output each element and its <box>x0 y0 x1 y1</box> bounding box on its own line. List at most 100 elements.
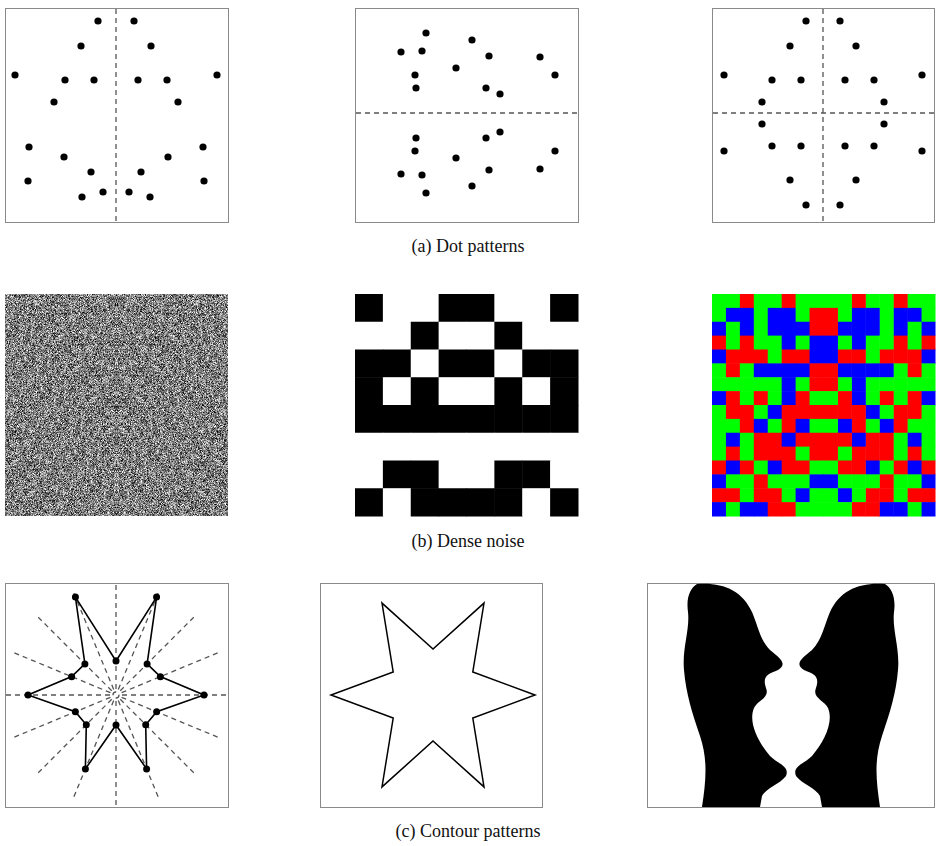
dot <box>786 42 793 49</box>
noise-cell <box>740 336 754 350</box>
noise-cell <box>726 391 740 405</box>
noise-cell <box>782 336 796 350</box>
noise-cell <box>865 488 879 502</box>
noise-cell <box>740 377 754 391</box>
noise-cell <box>411 405 439 433</box>
noise-cell <box>837 363 851 377</box>
noise-cell <box>768 488 782 502</box>
noise-cell <box>893 294 907 308</box>
noise-cell <box>754 405 768 419</box>
dot <box>870 76 877 83</box>
noise-cell <box>824 447 838 461</box>
noise-cell <box>893 474 907 488</box>
vertex-dot <box>153 594 160 601</box>
noise-cell <box>879 322 893 336</box>
noise-cell <box>851 391 865 405</box>
noise-cell <box>467 433 495 461</box>
dot <box>880 120 887 127</box>
noise-cell <box>837 461 851 475</box>
dot <box>60 153 67 160</box>
noise-cell <box>355 405 383 433</box>
noise-cell <box>879 391 893 405</box>
noise-cell <box>522 461 550 489</box>
noise-cell <box>494 433 522 461</box>
dot <box>758 98 765 105</box>
noise-cell <box>494 405 522 433</box>
noise-cell <box>810 308 824 322</box>
noise-cell <box>782 488 796 502</box>
noise-cell <box>865 336 879 350</box>
noise-cell <box>754 488 768 502</box>
noise-cell <box>851 502 865 516</box>
noise-cell <box>796 294 810 308</box>
noise-cell <box>712 391 726 405</box>
noise-cell <box>782 474 796 488</box>
noise-cell <box>768 419 782 433</box>
noise-cell <box>921 363 935 377</box>
noise-cell <box>921 350 935 364</box>
dot <box>852 42 859 49</box>
noise-cell <box>837 350 851 364</box>
dot <box>452 154 459 161</box>
noise-cell <box>824 294 838 308</box>
noise-cell <box>768 433 782 447</box>
noise-cell <box>810 391 824 405</box>
dot <box>146 193 153 200</box>
panel-frame <box>356 9 579 223</box>
noise-cell <box>754 350 768 364</box>
noise-cell <box>355 294 383 322</box>
noise-cell <box>893 419 907 433</box>
symmetry-axis <box>713 112 934 113</box>
noise-cell <box>740 350 754 364</box>
noise-cell <box>837 474 851 488</box>
noise-cell <box>467 488 495 516</box>
dot <box>496 128 503 135</box>
dot <box>25 143 32 150</box>
noise-cell <box>796 322 810 336</box>
dot <box>90 76 97 83</box>
noise-cell <box>754 336 768 350</box>
noise-cell <box>921 391 935 405</box>
noise-cell <box>494 294 522 322</box>
noise-cell <box>810 350 824 364</box>
noise-cell <box>907 502 921 516</box>
noise-cell <box>782 350 796 364</box>
noise-cell <box>879 308 893 322</box>
dot <box>918 147 925 154</box>
dot <box>77 42 84 49</box>
noise-cell <box>796 419 810 433</box>
vertex-dot <box>113 722 120 729</box>
noise-cell <box>851 488 865 502</box>
radial-line <box>74 593 114 689</box>
noise-cell <box>726 322 740 336</box>
noise-cell <box>355 461 383 489</box>
noise-cell <box>494 461 522 489</box>
noise-cell <box>907 350 921 364</box>
noise-cell <box>907 405 921 419</box>
noise-cell <box>824 377 838 391</box>
dot <box>768 76 775 83</box>
noise-cell <box>494 322 522 350</box>
noise-cell <box>754 447 768 461</box>
dot <box>720 71 727 78</box>
vertex-dot <box>83 721 90 728</box>
noise-cell <box>782 391 796 405</box>
noise-cell <box>522 488 550 516</box>
noise-cell <box>550 350 578 378</box>
noise-cell <box>893 433 907 447</box>
noise-cell <box>712 294 726 308</box>
noise-cell <box>837 391 851 405</box>
noise-cell <box>824 363 838 377</box>
noise-cell <box>893 363 907 377</box>
radial-line <box>122 694 226 695</box>
noise-cell <box>411 294 439 322</box>
noise-cell <box>782 294 796 308</box>
dot <box>78 193 85 200</box>
noise-cell <box>837 294 851 308</box>
dot <box>551 147 558 154</box>
noise-cell <box>879 350 893 364</box>
panel-frame <box>648 584 935 808</box>
noise-cell <box>879 502 893 516</box>
noise-cell <box>782 322 796 336</box>
